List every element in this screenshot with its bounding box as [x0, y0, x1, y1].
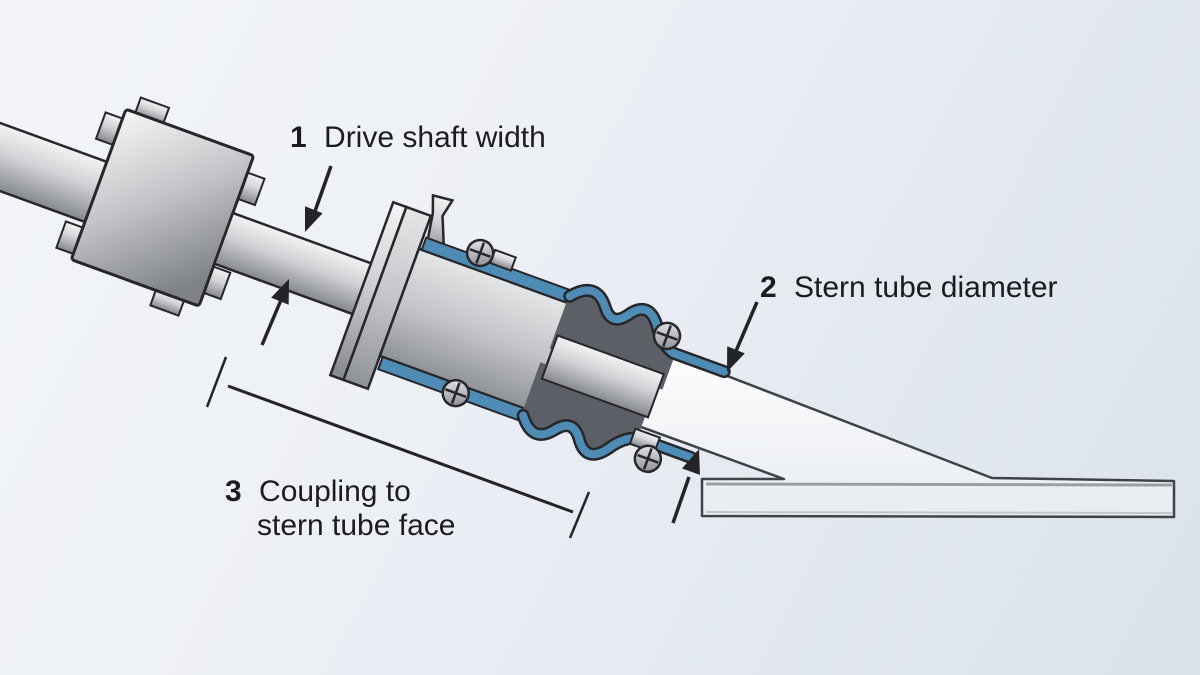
arrow-drive-shaft-top	[305, 165, 333, 232]
label-drive-shaft-width: 1 Drive shaft width	[290, 121, 546, 154]
bellows-rubber-top	[549, 292, 675, 390]
hose-clamp-screw-icon	[465, 238, 495, 268]
hull-plate-bottom-edge	[705, 511, 1173, 514]
labels: 1 Drive shaft width 2 Stern tube diamete…	[225, 121, 1058, 542]
label-2-number: 2	[760, 271, 777, 304]
dimension-tick-right	[568, 491, 591, 539]
label-3-text: Coupling to	[259, 475, 411, 508]
arrow-drive-shaft-bottom	[260, 279, 289, 346]
label-stern-tube-diameter: 2 Stern tube diameter	[760, 271, 1058, 304]
drive-shaft	[212, 211, 378, 318]
hull-plate-top-edge	[705, 482, 1173, 487]
arrow-stern-tube-top	[727, 301, 759, 372]
dimension-tick-left	[205, 356, 228, 408]
label-1-text: Drive shaft width	[324, 121, 546, 154]
hose-clamp-screw-icon	[441, 378, 470, 408]
stern-tube-hull-shape	[598, 328, 1176, 519]
arrow-stern-tube-bottom	[671, 449, 700, 524]
bellows-hose-bottom	[519, 411, 695, 462]
shaft-inside-bellows	[540, 334, 666, 419]
hose-clamp-screws	[441, 238, 682, 474]
hose-clamp-screw-icon	[633, 444, 663, 474]
label-coupling-to-stern-tube-line1: 3 Coupling to	[225, 475, 411, 508]
annotations	[205, 165, 759, 539]
hose-clamp-screw-icon	[652, 321, 682, 351]
label-3-number: 3	[225, 475, 242, 508]
dimension-line-coupling-to-stern-tube	[205, 356, 591, 539]
label-1-number: 1	[290, 121, 307, 154]
shaft-assembly	[0, 96, 731, 474]
stern-tube-and-hull	[598, 328, 1176, 519]
label-coupling-to-stern-tube-line2: stern tube face	[257, 509, 455, 542]
label-2-text: Stern tube diameter	[794, 271, 1057, 304]
